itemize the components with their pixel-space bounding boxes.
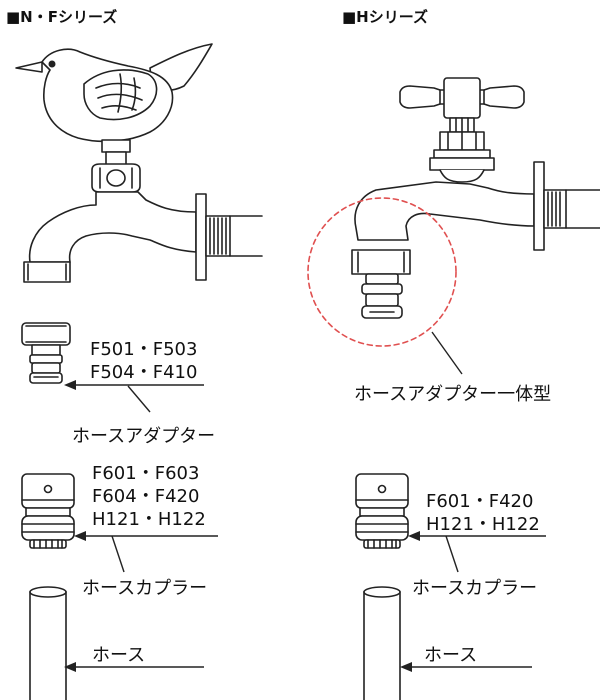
adapter-code-line: F501・F503: [90, 339, 198, 360]
adapter-code-line: F504・F410: [90, 362, 198, 383]
cross-faucet-handle-icon: [399, 77, 525, 133]
coupler-codes-left: F601・F603 F604・F420 H121・H122: [92, 462, 206, 531]
coupler-code-line: H121・H122: [426, 514, 540, 535]
cross-faucet-body: [351, 131, 600, 319]
adapter-highlight-circle: [307, 197, 457, 347]
bird-faucet-body: [23, 163, 263, 283]
hose-pipe-icon-right: [363, 588, 401, 700]
series-header-h: ■Hシリーズ: [342, 8, 428, 26]
hose-pipe-icon: [29, 588, 67, 700]
hose-adapter-icon: [21, 322, 71, 384]
hose-coupler-label-left: ホースカプラー: [82, 578, 208, 599]
hose-adapter-label: ホースアダプター: [72, 426, 216, 447]
integrated-adapter-label: ホースアダプター一体型: [354, 384, 552, 405]
coupler-code-line: F604・F420: [92, 486, 200, 507]
hose-coupler-icon: [21, 473, 75, 549]
hose-coupler-label-right: ホースカプラー: [412, 578, 538, 599]
coupler-code-line: H121・H122: [92, 509, 206, 530]
series-header-nf: ■N・Fシリーズ: [6, 8, 118, 26]
hose-coupler-icon-right: [355, 473, 409, 549]
coupler-codes-right: F601・F420 H121・H122: [426, 490, 540, 536]
hose-label-left: ホース: [92, 645, 146, 666]
coupler-code-line: F601・F603: [92, 463, 200, 484]
bird-faucet-handle-icon: [15, 43, 213, 167]
adapter-codes: F501・F503 F504・F410: [90, 338, 197, 384]
coupler-code-line: F601・F420: [426, 491, 534, 512]
hose-label-right: ホース: [424, 645, 478, 666]
